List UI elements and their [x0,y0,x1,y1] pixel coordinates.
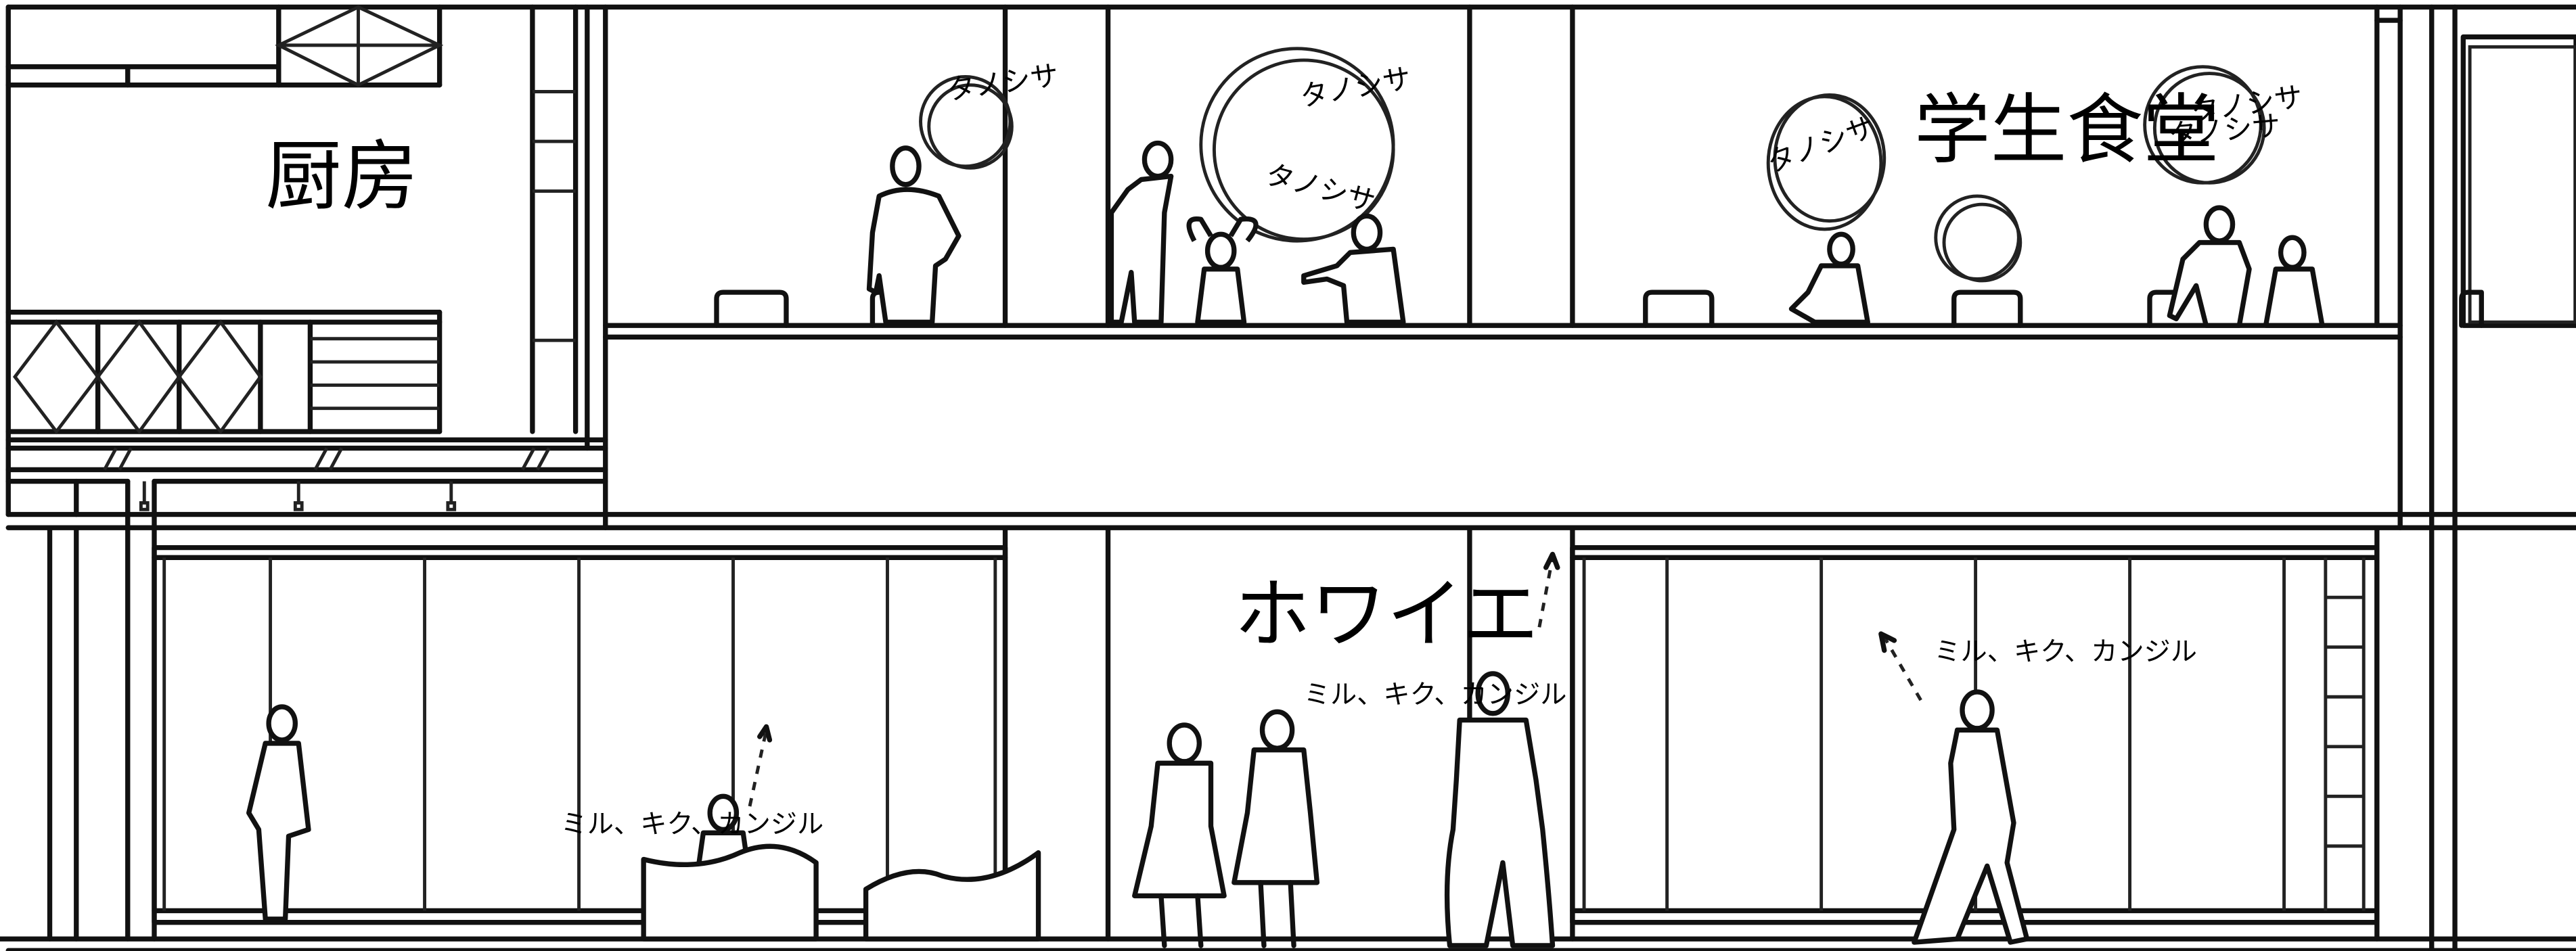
bubble-2: タノシサ タノシサ [1199,47,1414,243]
room-label-kitchen: 厨房 [265,132,418,221]
person-foyer-1 [246,704,311,922]
person-upper-4 [1301,213,1406,325]
bubble-4 [1934,194,2023,283]
room-label-foyer: ホワイエ [1234,570,1539,659]
person-upper-6 [2167,205,2252,328]
people-upper [866,140,2325,328]
person-upper-7 [2263,235,2325,328]
sight-arrows [748,551,1922,807]
bubble-3: タノシサ [1763,93,1886,231]
annotation-left: ミル、キク、カンジル [561,809,824,839]
person-upper-5 [1788,231,1870,325]
person-foyer-4 [1231,709,1320,948]
person-foyer-3 [1132,722,1227,948]
people-foyer [246,671,2030,948]
room-label-cafeteria: 学生食堂 [1914,85,2219,175]
kitchen-area [5,4,608,517]
annotation-center: ミル、キク、カンジル [1304,680,1567,710]
bubble-1: タノシサ [919,58,1060,170]
foyer-bench-2 [863,850,1041,942]
person-upper-2 [1108,140,1174,325]
building-structure [0,4,2576,951]
person-upper-1 [866,145,962,325]
person-foyer-5 [1444,671,1556,948]
annotation-right: ミル、キク、カンジル [1934,636,2197,667]
bubble-2-text-b: タノシサ [1262,158,1378,218]
foyer-bench-1 [641,843,819,942]
person-foyer-6 [1912,689,2030,945]
person-upper-3 [1186,216,1259,325]
